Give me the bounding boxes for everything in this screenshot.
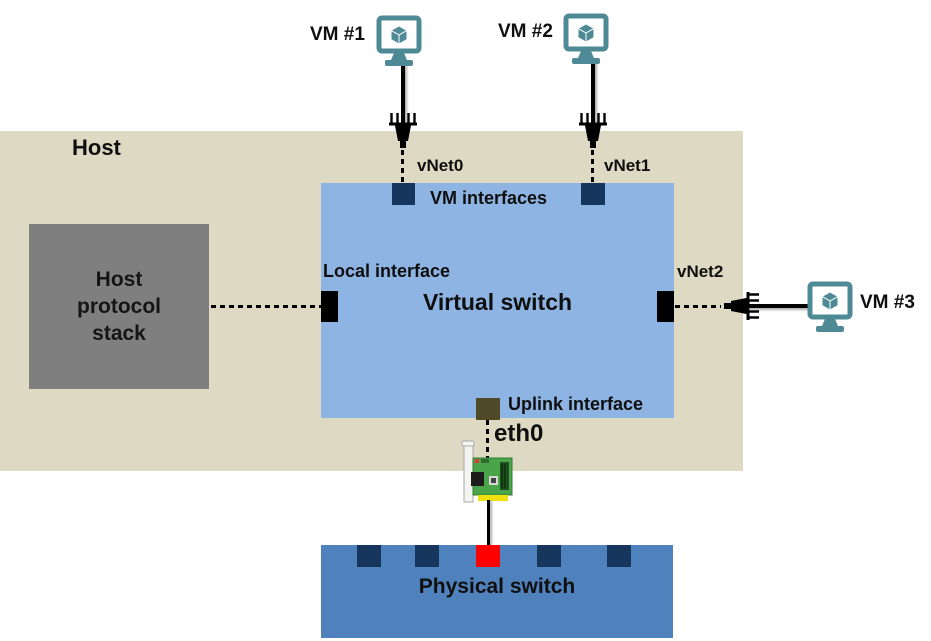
network-card-icon	[461, 440, 513, 503]
vm2-vnet1-dashed-link	[591, 150, 594, 183]
physical-switch-port	[607, 545, 631, 567]
plug-connector-icon	[579, 110, 607, 148]
virtual-switch-label: Virtual switch	[422, 289, 573, 315]
vm3-cable-line	[748, 304, 810, 308]
vnet1-label: vNet1	[604, 156, 651, 175]
vm3-label: VM #3	[860, 292, 915, 313]
vnet0-label: vNet0	[417, 156, 464, 175]
vm1-vnet0-dashed-link	[401, 150, 404, 183]
vm1-cable-line	[401, 64, 405, 126]
vm2-cable-line	[591, 62, 595, 126]
uplink-interface-label: Uplink interface	[508, 394, 644, 414]
vnet2-port	[657, 291, 674, 322]
vm-interfaces-label: VM interfaces	[430, 188, 548, 208]
uplink-interface-port	[476, 398, 500, 420]
eth0-label: eth0	[494, 420, 544, 447]
physical-switch-label: Physical switch	[418, 575, 576, 598]
host-label: Host	[72, 135, 121, 160]
host-protocol-stack-label: Host protocol stack	[77, 267, 161, 346]
monitor-cube-icon	[376, 15, 422, 66]
host-protocol-stack-box: Host protocol stack	[29, 224, 209, 389]
local-interface-port	[321, 291, 338, 322]
virtual-switch-box	[321, 183, 674, 418]
uplink-eth0-dashed-link	[486, 420, 489, 460]
nic-switch-cable-line	[487, 500, 490, 545]
protocol-stack-dashed-link	[211, 305, 321, 308]
vnet2-dashed-link	[675, 305, 721, 308]
monitor-cube-icon	[807, 281, 853, 332]
physical-switch-port	[357, 545, 381, 567]
local-interface-label: Local interface	[323, 261, 451, 281]
vm1-label: VM #1	[310, 24, 365, 45]
vm2-label: VM #2	[498, 21, 553, 42]
physical-switch-uplink-port	[476, 545, 500, 567]
vnet2-label: vNet2	[677, 262, 724, 281]
vnet0-port	[392, 183, 415, 205]
physical-switch-port	[415, 545, 439, 567]
physical-switch-box	[321, 545, 673, 638]
vnet1-port	[581, 183, 605, 205]
physical-switch-port	[537, 545, 561, 567]
monitor-cube-icon	[563, 13, 609, 64]
plug-connector-icon	[389, 110, 417, 148]
